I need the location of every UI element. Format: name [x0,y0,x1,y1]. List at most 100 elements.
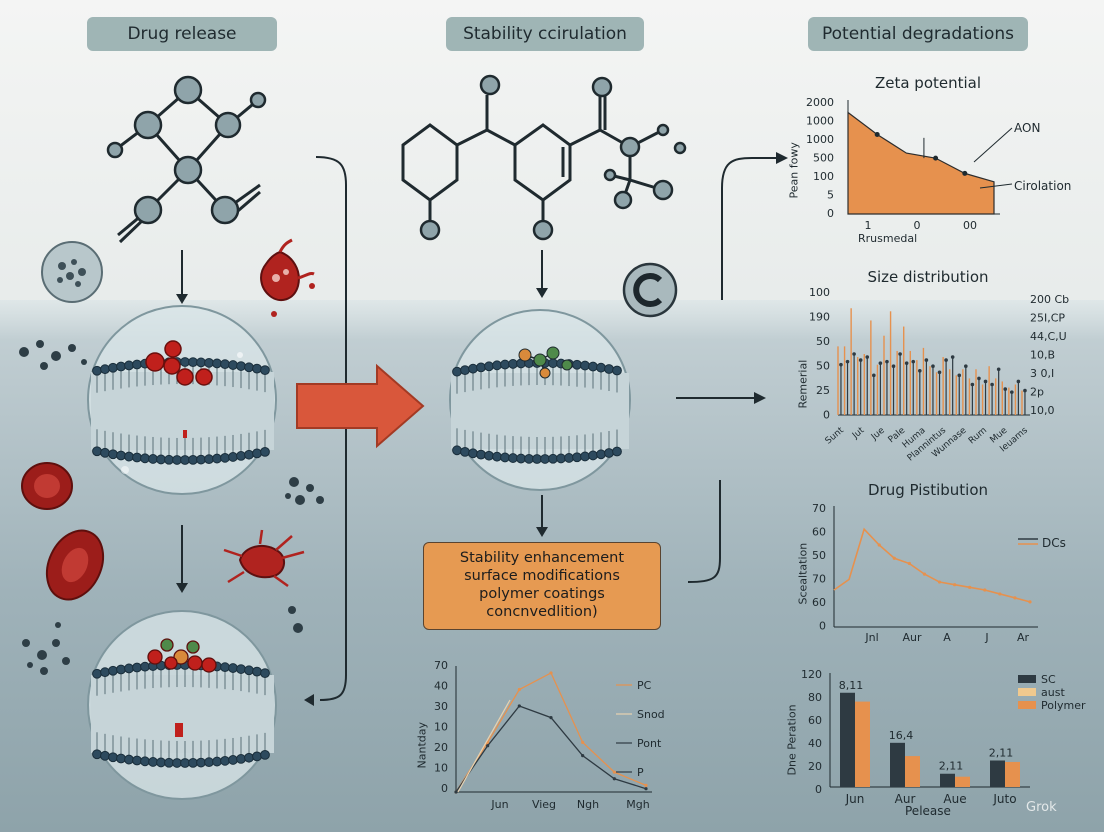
lipid-head [244,362,254,373]
size-y-tick: 25 [816,384,830,397]
stability-enhancement-box: Stability enhancement surface modificati… [423,542,661,630]
degradations-header: Potential degradations [808,17,1028,51]
lipid-head [244,449,254,460]
bubble-dots-right [285,477,324,505]
lipid-head [92,668,102,679]
size-point [918,368,922,373]
lipid-head [124,360,134,371]
lipid-head [452,445,462,456]
grok-watermark: Grok [1026,800,1057,815]
lipid-head [236,361,246,371]
bar-x-tick: Aur [895,792,916,806]
zeta-annot-line-2 [979,183,1013,189]
lipid-head [460,365,470,376]
center-molecule-icon [401,74,687,241]
size-point [904,361,909,365]
lipid-head [164,454,174,465]
bline-legend-label: Pont [637,737,662,750]
size-point [983,379,988,384]
size-point [845,359,850,364]
lipid-head [132,662,142,673]
lipid-head [228,360,238,370]
lipid-head [572,452,582,463]
lipid-head [220,452,230,463]
box-line-1: Stability enhancement [459,550,625,566]
bar-legend-label: Polymer [1041,699,1086,712]
lipid-head [204,757,214,768]
zeta-x-tick: 00 [963,219,977,232]
pathogen-icon [260,238,315,317]
size-y2-tick: 44,C,U [1030,330,1067,343]
dist-point [922,572,927,576]
bar-x-tick: Aue [943,792,966,806]
box-line-2: surface modifications [464,568,620,584]
lipid-head [92,446,102,457]
bline-legend-label: Snod [637,708,665,721]
bline-pale-line [457,699,511,793]
bar-y-tick: 60 [808,714,822,727]
box-line-4: concnvedlition) [486,604,598,620]
lipid-head [204,357,214,368]
size-point [839,362,843,367]
lipid-head [100,667,110,678]
bar-y-tick: 40 [808,737,822,750]
lipid-head [516,453,526,464]
size-point [1023,388,1027,393]
bar-data-label: 8,11 [839,679,864,692]
bline-point [581,754,585,758]
lipid-head [236,754,246,764]
bline-point [644,787,648,791]
lipid-head [252,666,262,677]
size-y-tick: 190 [809,311,830,324]
bar-legend-swatch [1018,688,1036,696]
size-point [931,364,935,368]
process-arrow-icon [296,363,425,449]
lipid-head [188,357,198,368]
zeta-area [847,111,995,215]
bline-point [612,770,616,774]
size-point [865,355,870,359]
bline-legend-label: PC [637,679,652,692]
zeta-ylabel: Pean fowy [787,142,801,199]
size-x-tick: Jue [869,425,887,443]
dist-x-tick: Jnl [864,631,878,644]
lipid-head [172,758,182,768]
lipid-head [172,455,182,465]
size-y-tick: 100 [809,286,830,299]
lipid-head [588,450,598,461]
lipid-head [508,359,518,369]
bar-data-label: 2,11 [989,746,1014,759]
size-y2-tick: 25I,CP [1030,312,1065,325]
lipid-head [228,755,238,765]
lipid-head [124,451,134,462]
lipid-head [580,451,590,462]
lipid-head [484,361,494,372]
lipid-head [132,452,142,463]
lipid-head [204,454,214,465]
zeta-y-tick: 500 [813,152,834,165]
lipid-head [540,454,550,464]
red-blood-cell-icon [21,462,73,510]
size-point [990,382,994,387]
lipid-head [476,449,486,460]
bottom-line-ylabel: Nantday [415,722,429,769]
lipid-head [468,363,478,374]
lipid-head [524,453,534,464]
liposome-top-left [87,305,277,495]
size-point [924,358,929,362]
lipid-head [228,452,238,462]
lipid-head [252,448,262,459]
size-point [891,364,896,368]
lipid-head [220,755,230,766]
bar-y-tick: 20 [808,760,822,773]
zeta-y-tick: 1000 [806,133,834,146]
size-x-tick: Jut [850,425,867,441]
lipid-head [500,452,510,463]
bar-rect [855,701,870,787]
size-y-tick: 50 [816,360,830,373]
zeta-y-tick: 5 [827,189,834,202]
lipid-head [500,359,510,370]
lipid-head [452,366,462,377]
dist-point [968,585,972,589]
size-y2-tick: 10,0 [1030,404,1055,417]
